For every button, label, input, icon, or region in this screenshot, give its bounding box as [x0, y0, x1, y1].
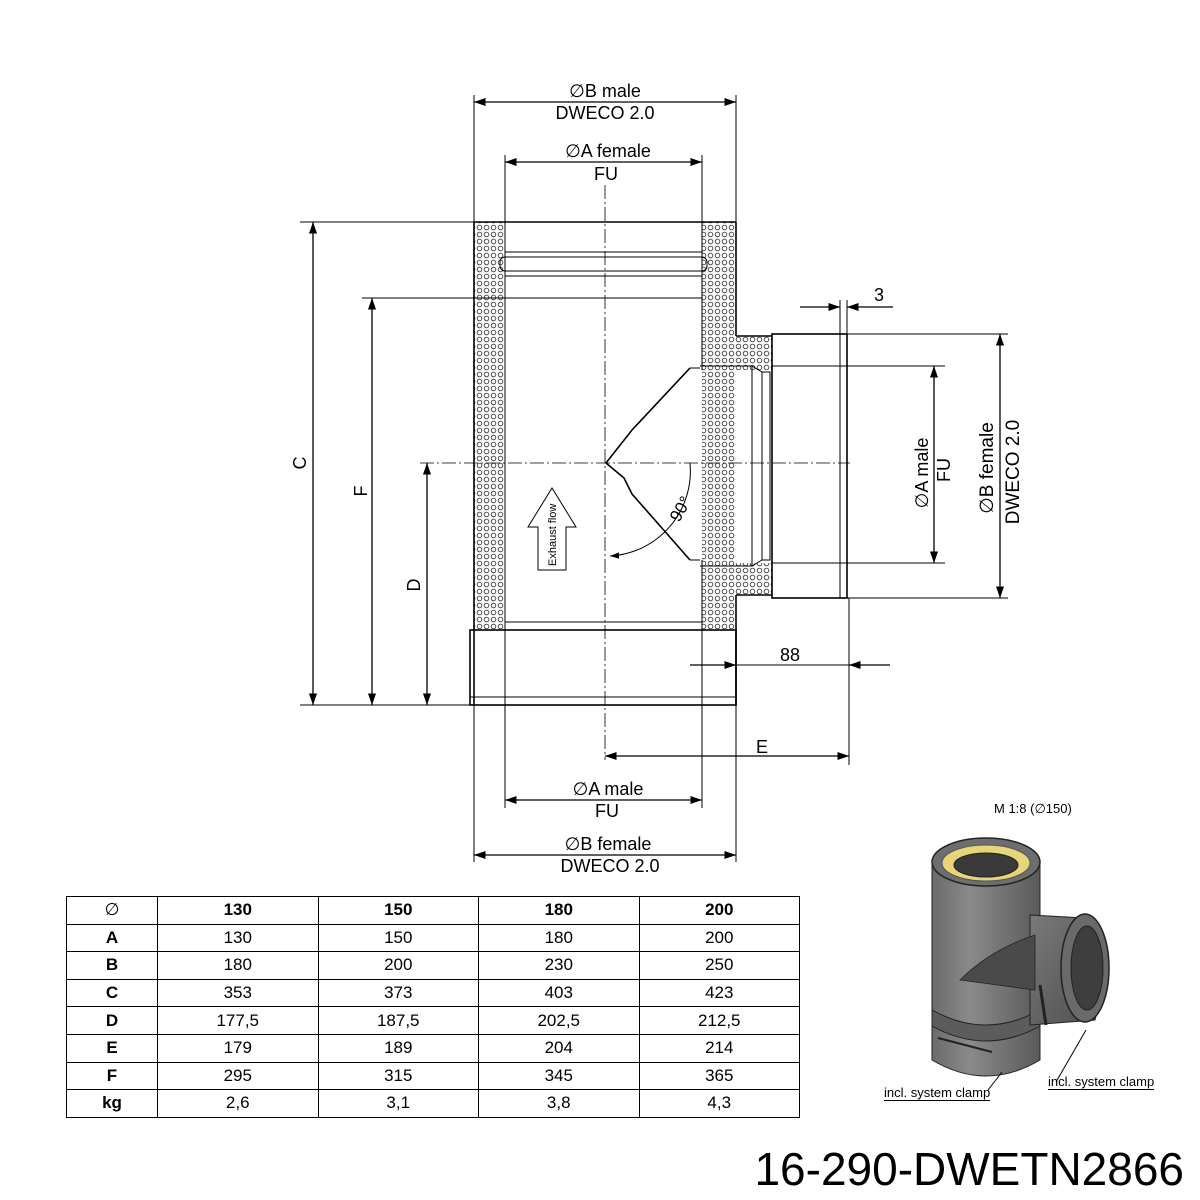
angle-arc — [609, 462, 691, 559]
main-pipe — [469, 221, 737, 706]
table-cell: 130 — [157, 923, 319, 953]
dim-top-inner: ∅A female FU — [504, 141, 703, 222]
table-cell: 200 — [638, 923, 800, 953]
table-cell: 200 — [317, 951, 479, 980]
insulation-layer — [474, 222, 772, 630]
table-cell: 3,1 — [317, 1089, 479, 1118]
table-header-row: ∅ 130 150 180 200 — [66, 896, 800, 925]
table-cell: 230 — [478, 951, 640, 980]
table-cell: 180 — [157, 951, 319, 980]
table-cell: 179 — [157, 1033, 319, 1063]
table-cell: 204 — [478, 1033, 640, 1063]
dim-f: F — [351, 297, 505, 705]
svg-text:FU: FU — [594, 164, 618, 184]
svg-text:∅A male: ∅A male — [912, 438, 932, 509]
svg-text:FU: FU — [595, 801, 619, 821]
svg-text:D: D — [404, 579, 424, 592]
table-cell: 295 — [157, 1061, 319, 1091]
dim-bottom-inner: ∅A male FU — [504, 705, 703, 821]
table-row: B 180 200 230 250 — [66, 951, 800, 980]
dimension-table: ∅ 130 150 180 200 A 130 150 180 200 B 18… — [66, 896, 800, 1118]
row-label: A — [66, 923, 158, 953]
svg-text:F: F — [351, 486, 371, 497]
row-label: C — [66, 978, 158, 1008]
svg-text:Exhaust flow: Exhaust flow — [547, 504, 559, 566]
svg-text:∅A male: ∅A male — [573, 779, 644, 799]
svg-text:∅A female: ∅A female — [565, 141, 651, 161]
dim-c: C — [290, 221, 474, 706]
table-cell: 189 — [317, 1033, 479, 1063]
table-row: E 179 189 204 214 — [66, 1033, 800, 1063]
row-label: kg — [66, 1089, 158, 1118]
svg-text:∅B female: ∅B female — [977, 422, 998, 514]
row-label: D — [66, 1006, 158, 1035]
tee-render — [931, 837, 1110, 1091]
table-cell: 423 — [638, 978, 800, 1008]
svg-text:DWECO 2.0: DWECO 2.0 — [1003, 420, 1024, 525]
table-cell: 2,6 — [157, 1089, 319, 1118]
svg-text:DWECO 2.0: DWECO 2.0 — [560, 856, 659, 876]
table-header-cell: 130 — [157, 896, 319, 925]
svg-text:FU: FU — [934, 458, 954, 482]
table-header-cell: 150 — [317, 896, 479, 925]
svg-text:∅B female: ∅B female — [565, 834, 652, 854]
svg-text:DWECO 2.0: DWECO 2.0 — [555, 103, 654, 123]
clamp-label-right: incl. system clamp — [1048, 1074, 1155, 1090]
exhaust-flow-arrow: Exhaust flow — [527, 487, 577, 571]
table-cell: 180 — [478, 923, 640, 953]
table-cell: 202,5 — [478, 1006, 640, 1035]
svg-text:∅B male: ∅B male — [569, 81, 641, 101]
table-row: kg 2,6 3,1 3,8 4,3 — [66, 1089, 800, 1118]
row-label: F — [66, 1061, 158, 1091]
row-label: E — [66, 1033, 158, 1063]
dim-side-outer: ∅B female DWECO 2.0 — [847, 333, 1024, 599]
table-row: A 130 150 180 200 — [66, 923, 800, 953]
document-number: 16-290-DWETN2866 — [754, 1143, 1184, 1195]
dim-3: 3 — [800, 285, 893, 334]
svg-text:E: E — [756, 737, 768, 757]
angle-label: 90° — [666, 493, 695, 525]
table-cell: 150 — [317, 923, 479, 953]
svg-text:3: 3 — [874, 285, 884, 305]
table-row: C 353 373 403 423 — [66, 978, 800, 1008]
dim-d: D — [404, 463, 432, 705]
svg-text:88: 88 — [780, 645, 800, 665]
dim-bottom-outer: ∅B female DWECO 2.0 — [473, 705, 737, 876]
clamp-label-left: incl. system clamp — [884, 1085, 991, 1101]
table-cell: 365 — [638, 1061, 800, 1091]
centerlines — [420, 185, 850, 760]
table-cell: 345 — [478, 1061, 640, 1091]
table-cell: 214 — [638, 1033, 800, 1063]
table-header-cell: ∅ — [66, 896, 158, 925]
table-header-cell: 180 — [478, 896, 640, 925]
table-cell: 3,8 — [478, 1089, 640, 1118]
technical-drawing: 90° Exhaust flow ∅B male DWECO 2.0 ∅A fe… — [290, 81, 1024, 876]
table-cell: 212,5 — [638, 1006, 800, 1035]
table-row: D 177,5 187,5 202,5 212,5 — [66, 1006, 800, 1035]
table-header-cell: 200 — [638, 896, 800, 925]
dim-88: 88 — [690, 598, 890, 672]
scale-label: M 1:8 (∅150) — [994, 801, 1072, 816]
table-cell: 177,5 — [157, 1006, 319, 1035]
side-branch — [604, 333, 848, 599]
row-label: B — [66, 951, 158, 980]
table-cell: 353 — [157, 978, 319, 1008]
table-cell: 403 — [478, 978, 640, 1008]
svg-text:C: C — [290, 457, 310, 470]
dim-side-inner: ∅A male FU — [847, 365, 954, 564]
table-cell: 4,3 — [638, 1089, 800, 1118]
table-cell: 315 — [317, 1061, 479, 1091]
dim-top-outer: ∅B male DWECO 2.0 — [473, 81, 737, 222]
table-cell: 187,5 — [317, 1006, 479, 1035]
table-row: F 295 315 345 365 — [66, 1061, 800, 1091]
table-cell: 373 — [317, 978, 479, 1008]
table-cell: 250 — [638, 951, 800, 980]
